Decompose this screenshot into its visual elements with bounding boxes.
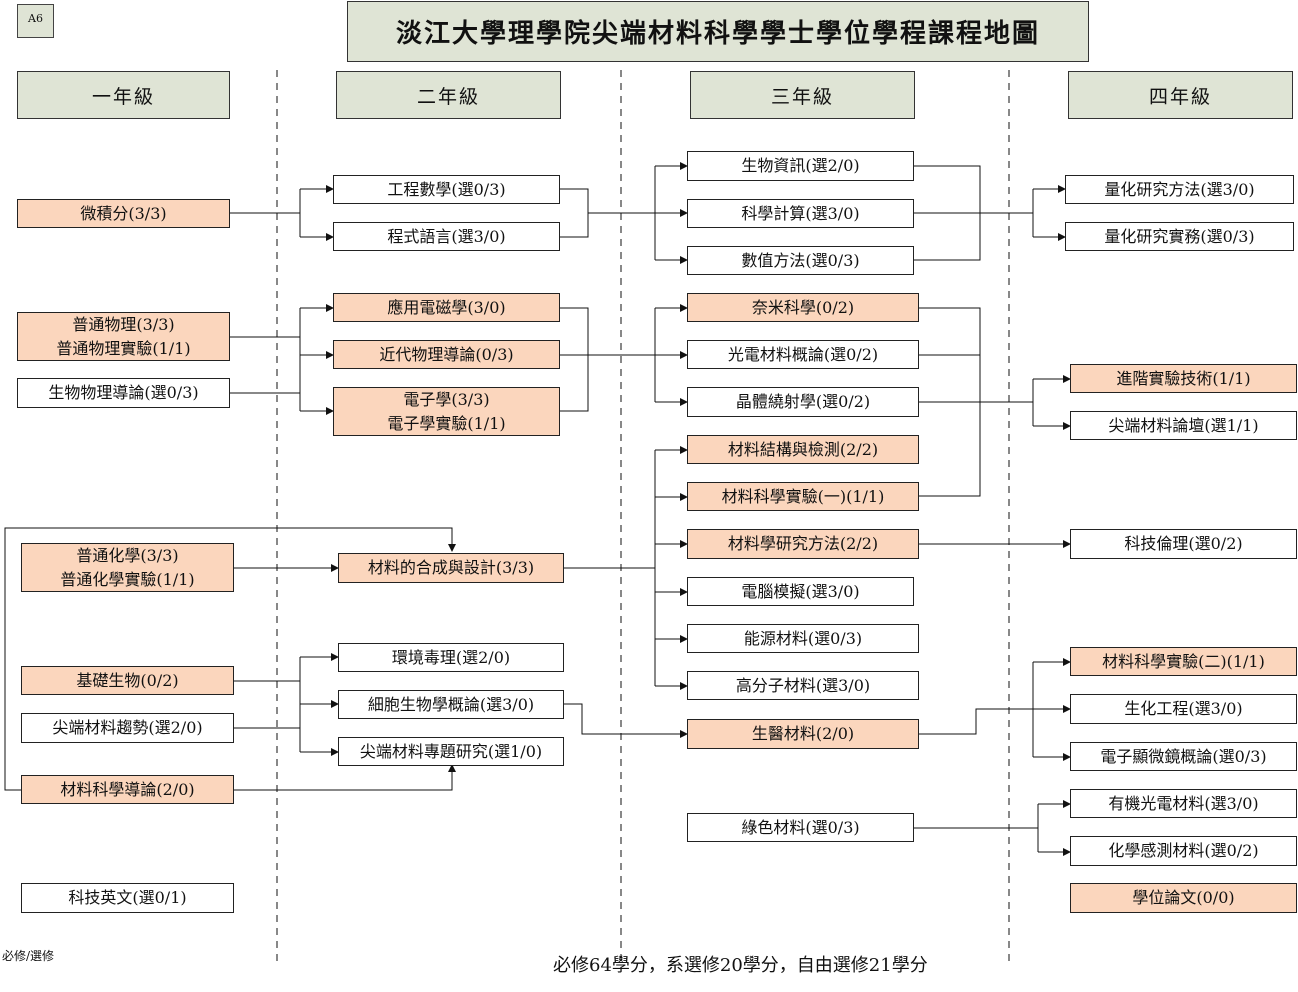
course-materials-synthesis: 材料的合成與設計(3/3) xyxy=(338,553,564,583)
course-electronics: 電子學(3/3) 電子學實驗(1/1) xyxy=(333,387,560,436)
course-biochemical-engineering: 生化工程(選3/0) xyxy=(1070,694,1297,724)
course-bioinformatics: 生物資訊(選2/0) xyxy=(687,151,914,181)
course-env-toxicology: 環境毒理(選2/0) xyxy=(338,643,564,672)
course-materials-trends: 尖端材料趨勢(選2/0) xyxy=(21,713,234,743)
course-scientific-computing: 科學計算(選3/0) xyxy=(687,199,914,228)
credit-summary: 必修64學分，系選修20學分，自由選修21學分 xyxy=(553,955,928,976)
page-title: 淡江大學理學院尖端材料科學學士學位學程課程地圖 xyxy=(347,1,1089,62)
course-advanced-lab-techniques: 進階實驗技術(1/1) xyxy=(1070,364,1297,393)
course-programming: 程式語言(選3/0) xyxy=(333,222,560,251)
course-energy-materials: 能源材料(選0/3) xyxy=(687,624,919,653)
page-tag: A6 xyxy=(17,4,54,38)
course-numerical-methods: 數值方法(選0/3) xyxy=(687,246,914,275)
course-quantitative-practice: 量化研究實務(選0/3) xyxy=(1065,222,1294,251)
course-computer-simulation: 電腦模擬(選3/0) xyxy=(687,577,914,606)
course-tech-ethics: 科技倫理(選0/2) xyxy=(1070,529,1297,559)
course-general-chemistry-line2: 普通化學實驗(1/1) xyxy=(60,569,195,589)
course-electronics-line1: 電子學(3/3) xyxy=(403,389,490,409)
course-cell-biology: 細胞生物學概論(選3/0) xyxy=(338,690,564,719)
course-tech-english: 科技英文(選0/1) xyxy=(21,883,234,913)
course-modern-physics: 近代物理導論(0/3) xyxy=(333,340,560,369)
course-chemical-sensing: 化學感測材料(選0/2) xyxy=(1070,836,1297,866)
course-electron-microscopy: 電子顯微鏡概論(選0/3) xyxy=(1070,742,1297,771)
course-structure-characterization: 材料結構與檢測(2/2) xyxy=(687,435,919,464)
course-basic-biology: 基礎生物(0/2) xyxy=(21,666,234,695)
year-4-header: 四年級 xyxy=(1068,71,1293,119)
course-green-materials: 綠色材料(選0/3) xyxy=(687,813,914,842)
course-general-physics: 普通物理(3/3) 普通物理實驗(1/1) xyxy=(17,312,230,361)
course-intro-materials: 材料科學導論(2/0) xyxy=(21,775,234,804)
course-general-chemistry-line1: 普通化學(3/3) xyxy=(76,545,179,565)
course-research-methods: 材料學研究方法(2/2) xyxy=(687,529,919,559)
course-electronics-line2: 電子學實驗(1/1) xyxy=(387,413,506,433)
course-calculus: 微積分(3/3) xyxy=(17,199,230,228)
course-general-physics-line1: 普通物理(3/3) xyxy=(72,314,175,334)
course-crystal-diffraction: 晶體繞射學(選0/2) xyxy=(687,387,919,417)
course-optoelectronic-materials: 光電材料概論(選0/2) xyxy=(687,340,919,369)
course-engineering-math: 工程數學(選0/3) xyxy=(333,175,560,204)
year-1-header: 一年級 xyxy=(17,71,230,119)
legend-required-elective: 必修/選修 xyxy=(2,949,55,963)
course-quantitative-methods: 量化研究方法(選3/0) xyxy=(1065,175,1294,204)
course-polymer-materials: 高分子材料(選3/0) xyxy=(687,671,919,700)
course-nanoscience: 奈米科學(0/2) xyxy=(687,293,919,322)
year-3-header: 三年級 xyxy=(690,71,915,119)
course-applied-em: 應用電磁學(3/0) xyxy=(333,293,560,322)
course-organic-optoelectronic: 有機光電材料(選3/0) xyxy=(1070,789,1297,818)
course-special-topic: 尖端材料專題研究(選1/0) xyxy=(338,737,564,766)
course-general-physics-line2: 普通物理實驗(1/1) xyxy=(56,338,191,358)
course-biomedical-materials: 生醫材料(2/0) xyxy=(687,719,919,749)
course-biophysics: 生物物理導論(選0/3) xyxy=(17,378,230,408)
course-thesis: 學位論文(0/0) xyxy=(1070,883,1297,913)
year-2-header: 二年級 xyxy=(336,71,561,119)
course-materials-forum: 尖端材料論壇(選1/1) xyxy=(1070,411,1297,440)
course-general-chemistry: 普通化學(3/3) 普通化學實驗(1/1) xyxy=(21,543,234,592)
course-materials-lab-1: 材料科學實驗(一)(1/1) xyxy=(687,482,919,511)
course-materials-lab-2: 材料科學實驗(二)(1/1) xyxy=(1070,647,1297,676)
